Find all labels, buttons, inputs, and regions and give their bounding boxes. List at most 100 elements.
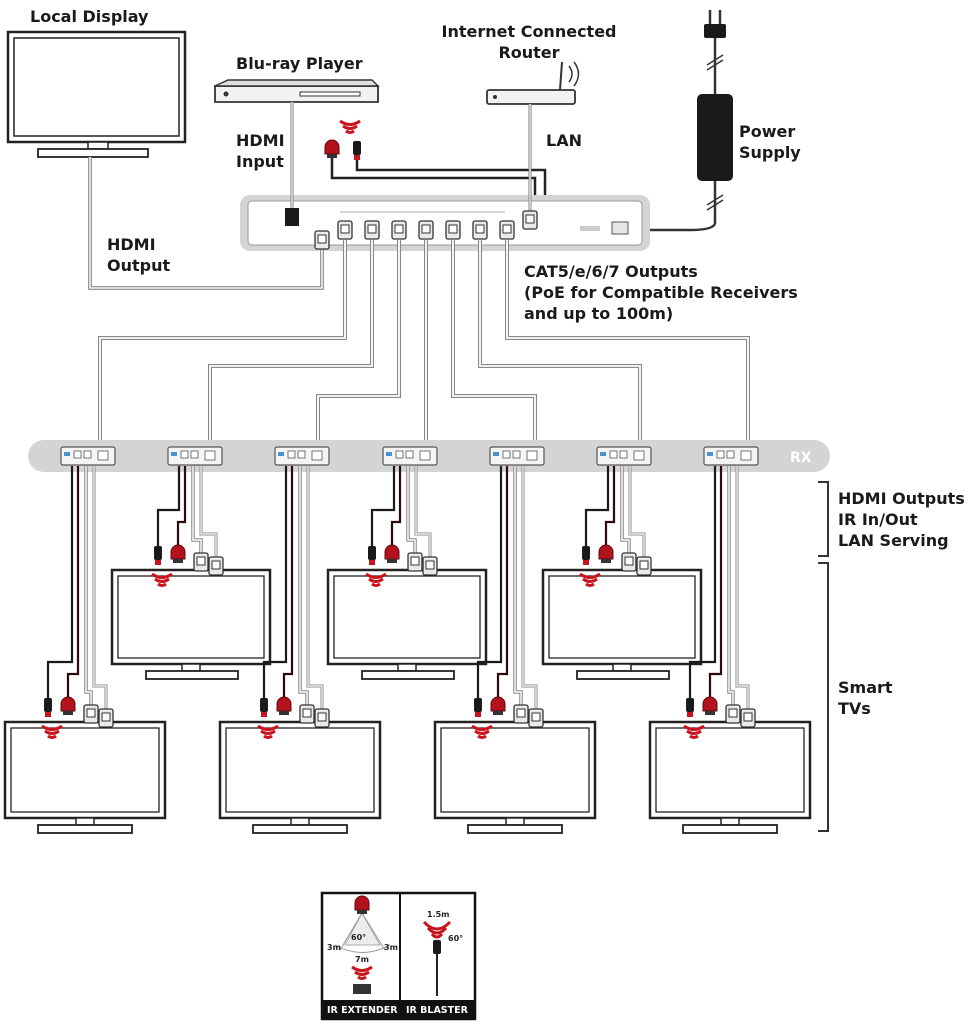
power-supply-label-line1: Power (739, 122, 796, 141)
local-display-label: Local Display (30, 7, 149, 26)
hdmi-output-label-line1: HDMI (107, 235, 156, 254)
ir-blaster-cable-7 (688, 466, 717, 702)
bluray-player (214, 79, 380, 103)
hdmi-input-label-line1: HDMI (236, 131, 285, 150)
receiver-5 (489, 446, 545, 466)
ir-blaster-7 (686, 698, 694, 717)
ir-receiver-cable-5 (496, 466, 509, 702)
hdmi-output-label-line2: Output (107, 256, 171, 275)
ir-blaster-cable-5 (476, 466, 503, 702)
ir-blaster-cable-1 (46, 466, 74, 702)
rx-features-line1: HDMI Outputs (838, 489, 965, 508)
blaster-distance-label: 1.5m (427, 910, 450, 919)
lan-connector-7 (740, 708, 756, 728)
lan-connector-4 (422, 556, 438, 576)
ir-receiver-cable-6 (604, 466, 616, 550)
hdmi-connector-3 (299, 704, 315, 724)
cat-outputs-line2: (PoE for Compatible Receivers (524, 283, 798, 302)
hdmi-connector-2 (193, 552, 209, 572)
ir-blaster-4 (368, 546, 376, 565)
hdmi-connector-5 (513, 704, 529, 724)
receiver-6 (596, 446, 652, 466)
hdmi-connector-1 (83, 704, 99, 724)
lan-serving-cable-4 (414, 466, 432, 564)
ir-receiver-cable-2 (176, 466, 187, 550)
hdmi-output-cable (88, 157, 330, 290)
lan-connector-1 (98, 708, 114, 728)
extender-distance-right-label: 3m (384, 943, 398, 952)
hdmi-output-label: HDMI Output (107, 234, 170, 276)
extender-distance-left-label: 3m (327, 943, 341, 952)
ir-blaster-1 (44, 698, 52, 717)
lan-connector-3 (314, 708, 330, 728)
cat-outputs-line1: CAT5/e/6/7 Outputs (524, 262, 698, 281)
blaster-angle-label: 60° (448, 934, 463, 943)
ir-receiver-7 (702, 696, 718, 716)
lan-serving-cable-6 (628, 466, 646, 564)
cat-outputs-label: CAT5/e/6/7 Outputs (PoE for Compatible R… (524, 261, 798, 324)
receiver-7 (703, 446, 759, 466)
ir-receiver-4 (384, 544, 400, 564)
ir-blaster-5 (474, 698, 482, 717)
ir-receiver-6 (598, 544, 614, 564)
power-supply-label: Power Supply (739, 121, 801, 163)
bluray-label: Blu-ray Player (236, 54, 363, 73)
ir-receiver-cable-3 (282, 466, 294, 702)
hdmi-cable-6 (620, 466, 631, 560)
lan-connector-2 (208, 556, 224, 576)
smart-tvs-label: Smart TVs (838, 677, 893, 719)
router (486, 61, 580, 105)
ir-blaster-cable-2 (156, 466, 181, 550)
router-label-line1: Internet Connected (441, 22, 617, 41)
label-brackets (818, 481, 829, 832)
hdmi-cable-1 (84, 466, 93, 712)
cat-outputs-line3: and up to 100m) (524, 304, 674, 323)
smart-tvs-line1: Smart (838, 678, 893, 697)
ir-blaster-3 (260, 698, 268, 717)
extender-angle-label: 60° (351, 933, 366, 942)
rx-features-line2: IR In/Out (838, 510, 918, 529)
router-label-line2: Router (498, 43, 560, 62)
cat-cables (98, 240, 750, 448)
hdmi-cable-5 (513, 466, 523, 712)
ir-receiver-cable-7 (708, 466, 723, 702)
ir-receiver-2 (170, 544, 186, 564)
transmitter (240, 195, 650, 251)
ir-blaster-label: IR BLASTER (406, 1005, 469, 1016)
hdmi-connector-4 (407, 552, 423, 572)
rx-features-line3: LAN Serving (838, 531, 949, 550)
power-supply (628, 10, 733, 234)
ir-blaster-cable-3 (262, 466, 288, 702)
tx-output-ports (337, 220, 515, 240)
receiver-3 (274, 446, 330, 466)
lan-serving-cable-2 (199, 466, 218, 564)
hdmi-cable-3 (298, 466, 309, 712)
hdmi-connector-6 (621, 552, 637, 572)
lan-cable (522, 104, 538, 230)
ir-receiver-3 (276, 696, 292, 716)
lan-serving-cable-1 (92, 466, 108, 716)
hdmi-input-cable (285, 102, 299, 226)
power-supply-label-line2: Supply (739, 143, 801, 162)
local-display (6, 30, 187, 158)
rx-features-label: HDMI Outputs IR In/Out LAN Serving (838, 488, 965, 551)
ir-extender-illustration (334, 895, 391, 994)
lan-serving-cable-3 (306, 466, 324, 716)
ir-blaster-cable-6 (584, 466, 610, 550)
ir-blaster-6 (582, 546, 590, 565)
hdmi-input-label-line2: Input (236, 152, 284, 171)
rx-bar (28, 440, 830, 472)
upper-row-tvs (110, 568, 703, 680)
legend: 60° 3m 3m 7m 1.5m 60° IR EXTENDER IR BLA… (320, 891, 477, 1021)
hdmi-connector-7 (725, 704, 741, 724)
ir-blaster-illustration (422, 920, 452, 996)
lan-connector-6 (636, 556, 652, 576)
rx-label: RX (790, 450, 812, 466)
router-label: Internet Connected Router (430, 21, 628, 63)
lan-serving-cable-5 (521, 466, 538, 716)
lan-connector-5 (528, 708, 544, 728)
tx-ir-set (324, 119, 547, 210)
ir-blaster-cable-4 (370, 466, 396, 550)
ir-extender-label: IR EXTENDER (327, 1005, 398, 1016)
